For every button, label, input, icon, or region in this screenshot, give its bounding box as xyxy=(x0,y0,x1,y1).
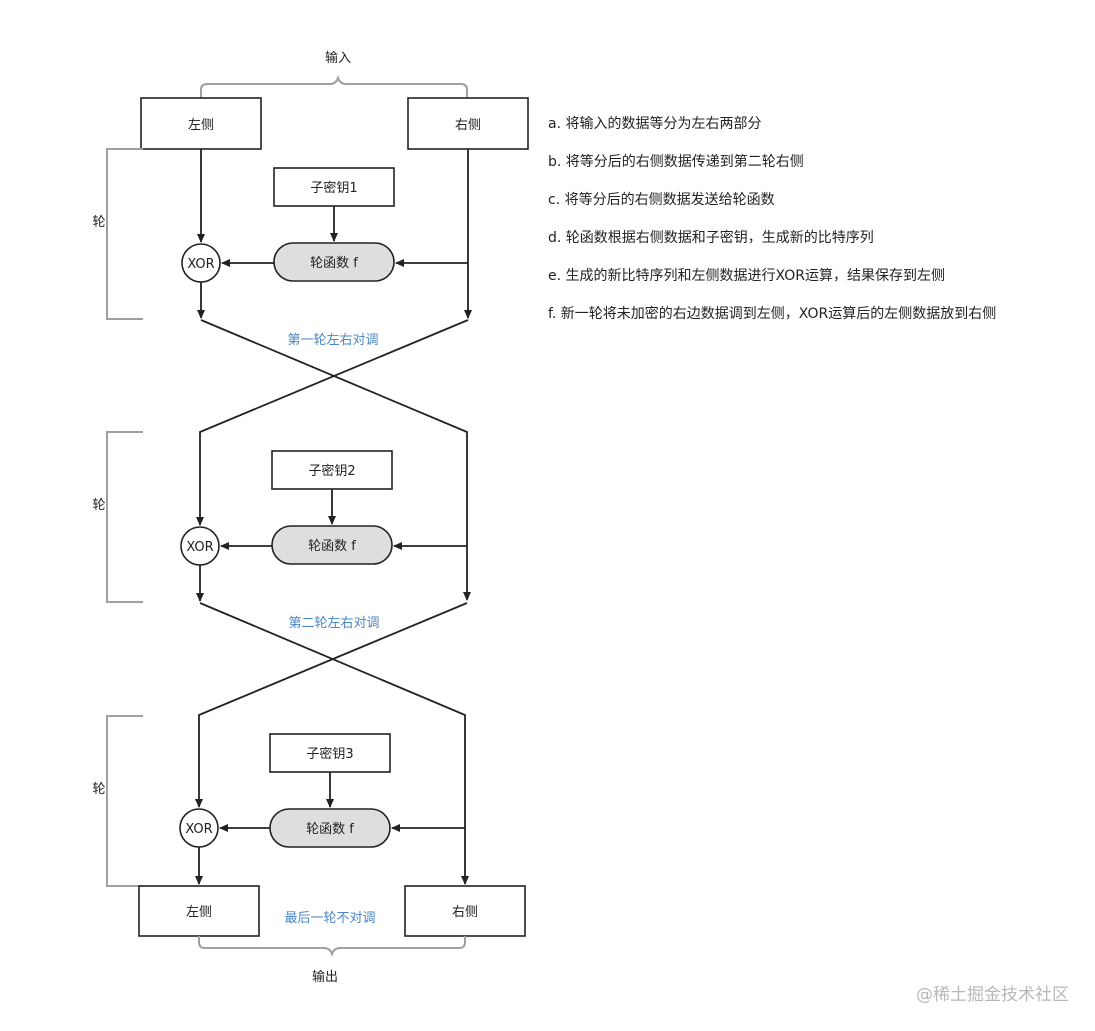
output-right-box xyxy=(404,885,526,937)
xor-1-label: XOR xyxy=(187,257,214,272)
swap-1-left-to-right xyxy=(200,319,471,601)
round-3-bracket xyxy=(106,715,143,887)
xor-2-label: XOR xyxy=(186,540,213,555)
round-2-label: 轮 xyxy=(92,498,105,513)
watermark: @稀土掘金技术社区 xyxy=(916,985,1069,1005)
input-brace xyxy=(200,74,468,98)
round-1-label: 轮 xyxy=(92,215,105,230)
step-list: a. 将输入的数据等分为左右两部分 b. 将等分后的右侧数据传递到第二轮右侧 c… xyxy=(548,112,1088,340)
xor-3-label: XOR xyxy=(185,822,212,837)
round-function-3-label: 轮函数 f xyxy=(306,822,354,837)
subkey-2-label: 子密钥2 xyxy=(308,463,355,479)
output-label: 输出 xyxy=(312,969,338,985)
step-d: d. 轮函数根据右侧数据和子密钥，生成新的比特序列 xyxy=(548,230,874,246)
output-left-label: 左侧 xyxy=(186,905,212,920)
subkey-1-label: 子密钥1 xyxy=(310,180,357,196)
swap-1-right-to-left xyxy=(196,319,469,526)
last-round-label: 最后一轮不对调 xyxy=(284,911,375,926)
round-1-bracket xyxy=(106,148,143,320)
subkey-3-label: 子密钥3 xyxy=(306,746,353,762)
step-e: e. 生成的新比特序列和左侧数据进行XOR运算，结果保存到左侧 xyxy=(548,268,945,284)
output-brace xyxy=(198,936,466,958)
input-left-box xyxy=(140,97,262,150)
swap-1-label: 第一轮左右对调 xyxy=(287,333,378,348)
step-f: f. 新一轮将未加密的右边数据调到左侧，XOR运算后的左侧数据放到右侧 xyxy=(548,306,997,322)
subkey-3-box xyxy=(269,733,391,773)
swap-2-right-to-left xyxy=(195,602,468,808)
input-right-label: 右侧 xyxy=(455,118,481,133)
swap-2-label: 第二轮左右对调 xyxy=(288,616,379,631)
round-3-label: 轮 xyxy=(92,782,105,797)
round-function-1-label: 轮函数 f xyxy=(310,256,358,271)
step-b: b. 将等分后的右侧数据传递到第二轮右侧 xyxy=(548,154,804,170)
round-function-2-label: 轮函数 f xyxy=(308,539,356,554)
input-left-label: 左侧 xyxy=(188,118,214,133)
round-function-1 xyxy=(273,242,395,282)
round-2-bracket xyxy=(106,431,143,603)
output-right-label: 右侧 xyxy=(452,905,478,920)
output-left-box xyxy=(138,885,260,937)
round-function-2 xyxy=(271,525,393,565)
input-label: 输入 xyxy=(325,50,351,66)
step-a: a. 将输入的数据等分为左右两部分 xyxy=(548,116,762,132)
subkey-2-box xyxy=(271,450,393,490)
step-c: c. 将等分后的右侧数据发送给轮函数 xyxy=(548,192,775,208)
